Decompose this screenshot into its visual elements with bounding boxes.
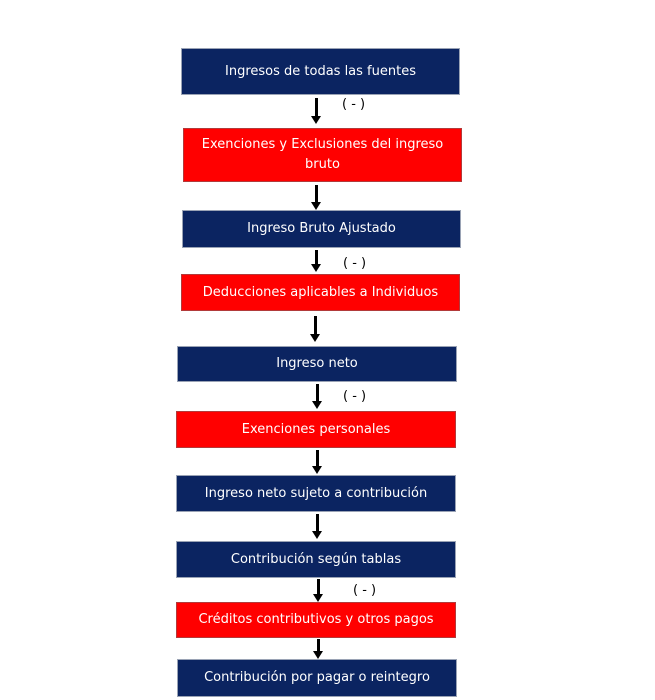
step-label: Deducciones aplicables a Individuos xyxy=(202,284,439,300)
step-label: Ingreso neto xyxy=(276,356,358,371)
step-contribucion-segun-tablas: Contribución según tablas xyxy=(176,541,456,578)
down-arrow-icon xyxy=(311,250,323,272)
step-label: Ingresos de todas las fuentes xyxy=(225,63,416,79)
step-label: Exenciones personales xyxy=(241,421,391,437)
down-arrow-icon xyxy=(311,98,323,124)
step-exenciones-personales: Exenciones personales xyxy=(176,411,456,448)
down-arrow-icon xyxy=(312,384,324,409)
step-label: Contribución por pagar o reintegro xyxy=(204,670,430,685)
step-exenciones-exclusiones: Exenciones y Exclusiones del ingreso bru… xyxy=(183,128,462,182)
down-arrow-icon xyxy=(313,579,325,602)
step-label: Ingreso neto sujeto a contribución xyxy=(204,485,428,501)
step-ingreso-neto-sujeto: Ingreso neto sujeto a contribución xyxy=(176,475,456,512)
step-ingresos-todas-fuentes: Ingresos de todas las fuentes xyxy=(181,48,460,95)
minus-operator: ( - ) xyxy=(343,256,367,271)
step-label: Créditos contributivos y otros pagos xyxy=(198,612,434,627)
step-label: Exenciones y Exclusiones del ingreso bru… xyxy=(201,137,444,172)
step-ingreso-bruto-ajustado: Ingreso Bruto Ajustado xyxy=(182,210,461,248)
step-ingreso-neto: Ingreso neto xyxy=(177,346,457,382)
down-arrow-icon xyxy=(312,514,324,539)
down-arrow-icon xyxy=(310,316,322,342)
step-label: Contribución según tablas xyxy=(230,551,402,567)
minus-operator: ( - ) xyxy=(343,389,367,404)
minus-operator: ( - ) xyxy=(353,583,377,598)
down-arrow-icon xyxy=(311,185,323,210)
down-arrow-icon xyxy=(313,639,325,659)
step-deducciones-individuos: Deducciones aplicables a Individuos xyxy=(181,274,460,311)
step-label: Ingreso Bruto Ajustado xyxy=(247,221,396,236)
down-arrow-icon xyxy=(312,450,324,474)
step-creditos-contributivos: Créditos contributivos y otros pagos xyxy=(176,602,456,638)
minus-operator: ( - ) xyxy=(342,97,366,112)
step-contribucion-por-pagar: Contribución por pagar o reintegro xyxy=(177,659,457,697)
